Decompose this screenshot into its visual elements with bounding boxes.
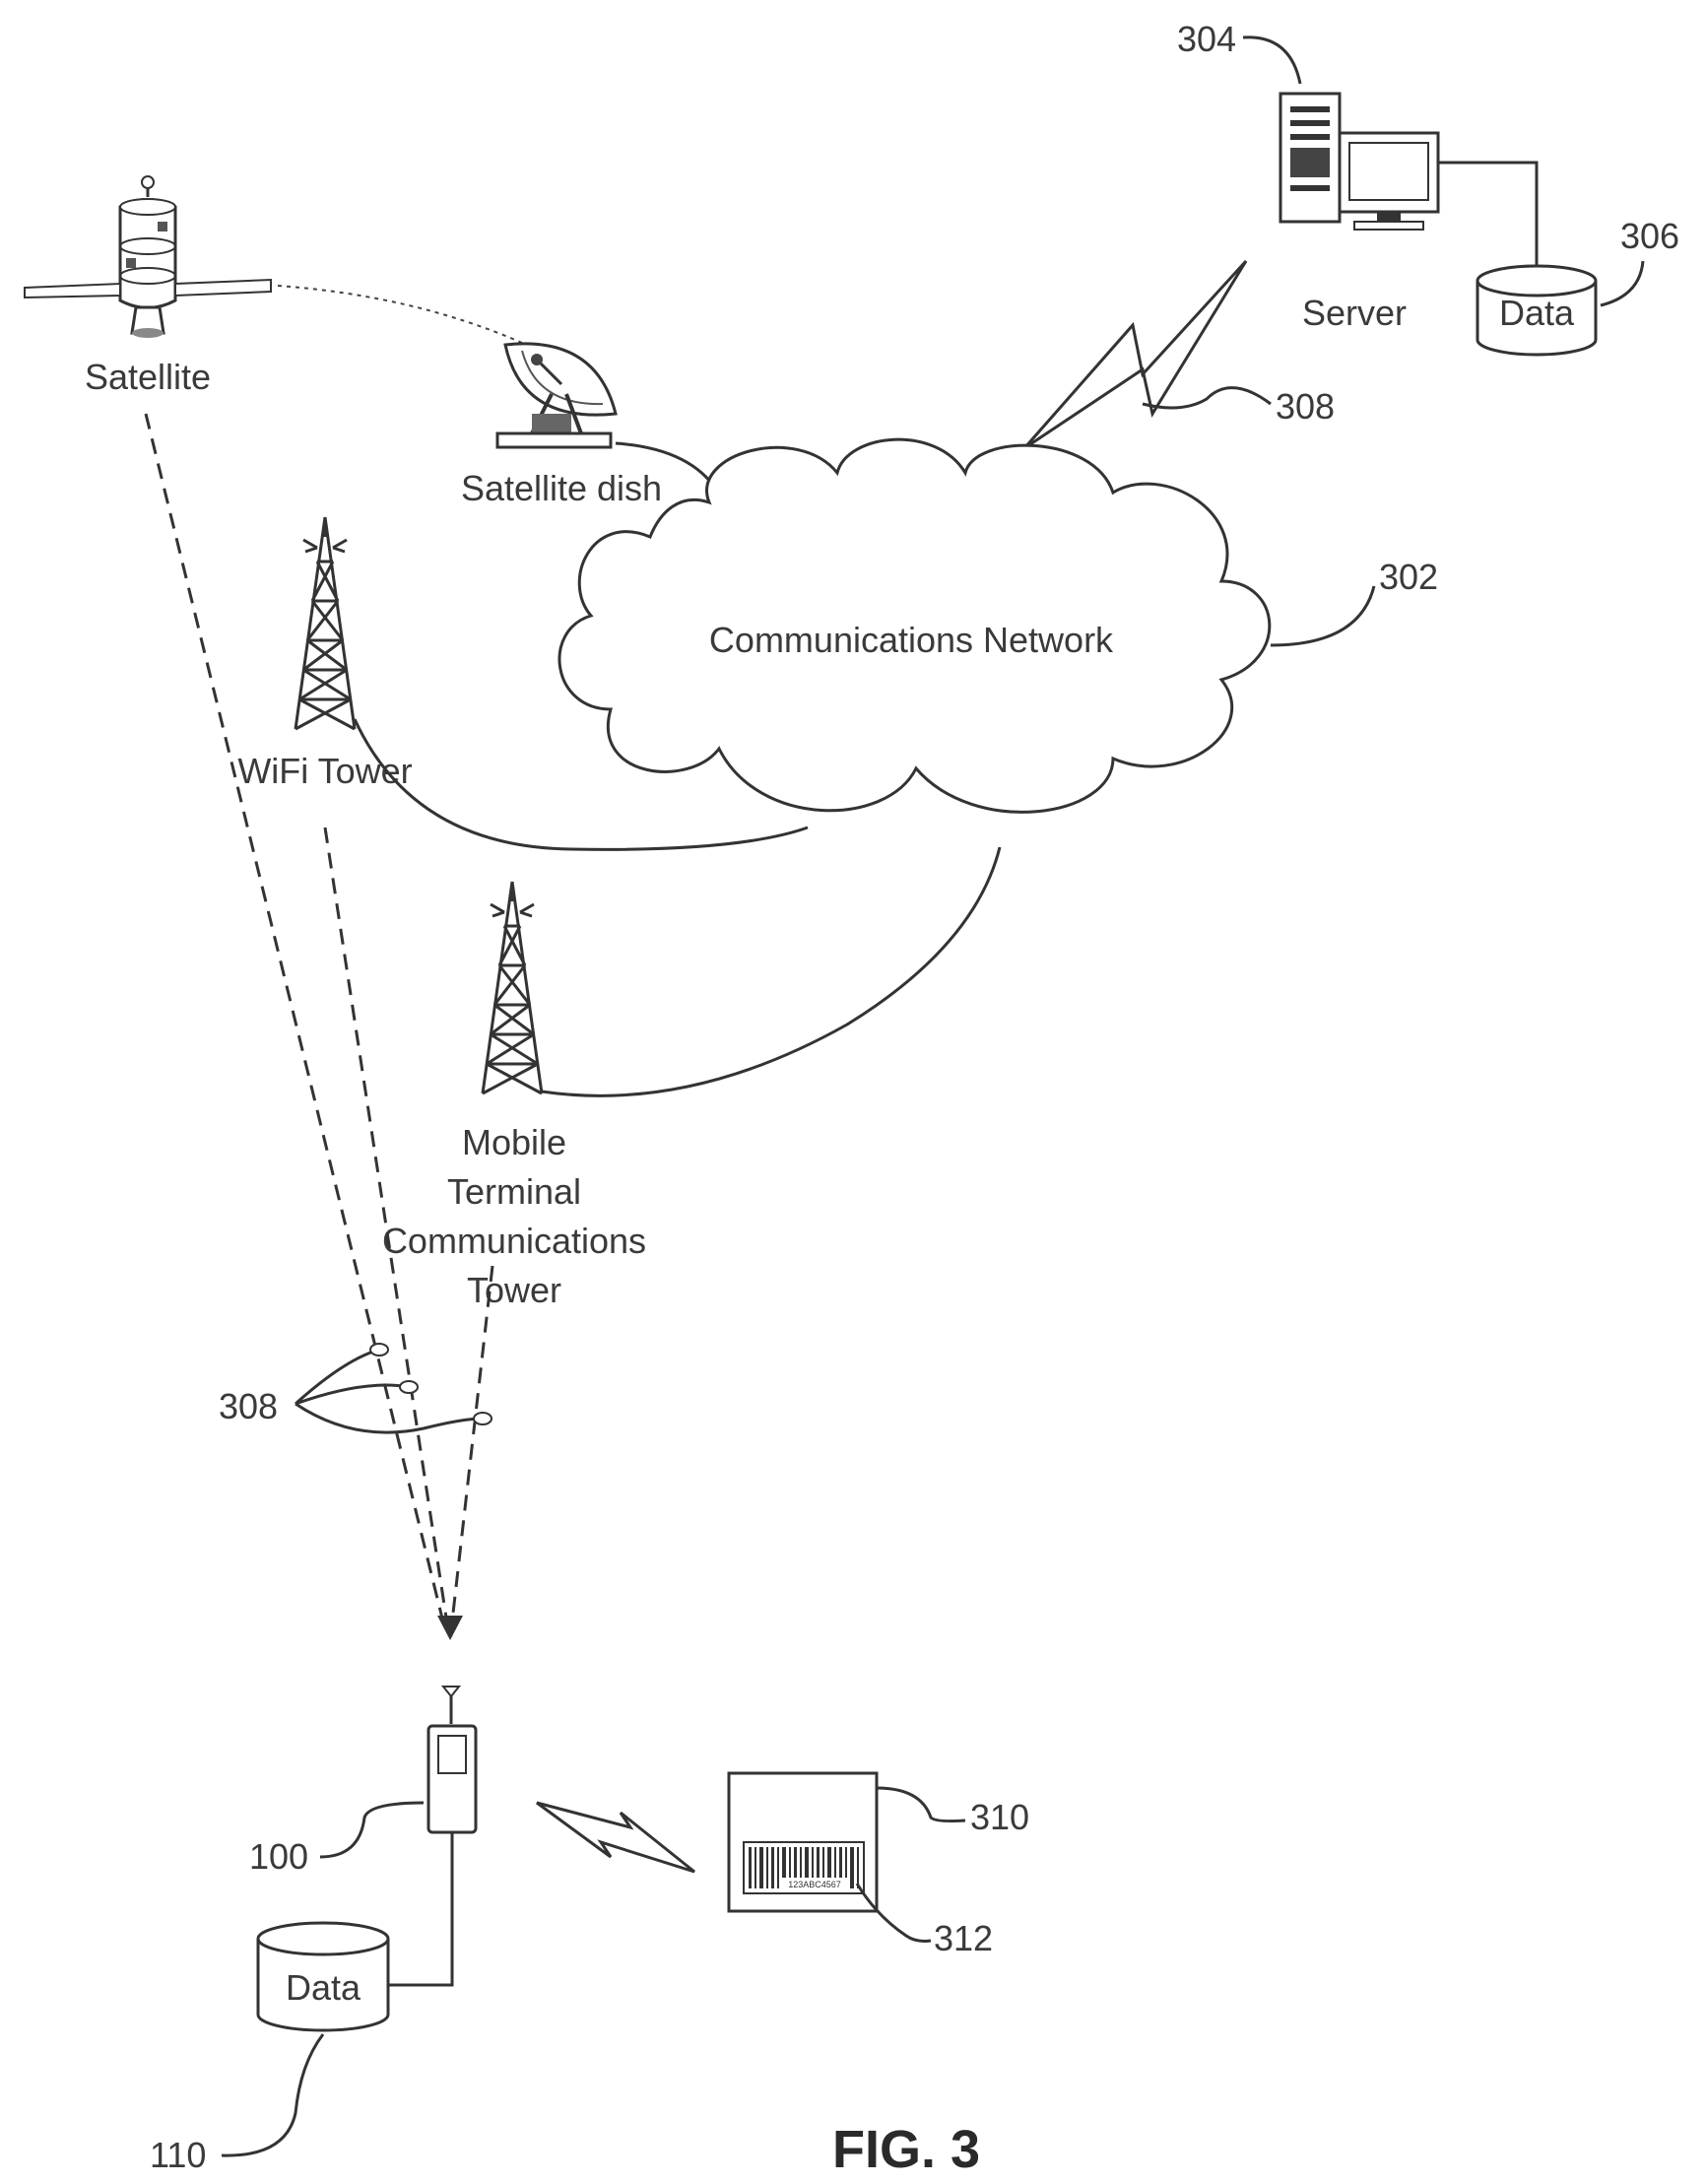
mobile-tower-icon <box>483 882 542 1093</box>
ref-306-leader <box>1601 261 1643 305</box>
ref-302: 302 <box>1379 557 1438 597</box>
device-data-label: Data <box>286 1967 361 2008</box>
mobile-tower-network-link <box>542 847 1000 1095</box>
ref-308-mid: 308 <box>219 1386 278 1426</box>
satellite-icon <box>25 176 271 338</box>
lightning-bolt-device-icon <box>537 1803 694 1872</box>
ref-310-leader <box>877 1788 965 1821</box>
mobile-device-icon <box>428 1687 476 1832</box>
satellite-dish-label: Satellite dish <box>461 468 662 508</box>
satellite-signal-line <box>146 414 445 1630</box>
ref-304: 304 <box>1177 19 1236 59</box>
server-label: Server <box>1302 293 1407 333</box>
svg-text:Mobile: Mobile <box>462 1122 566 1162</box>
ref-308-top: 308 <box>1276 386 1335 427</box>
server-data-link <box>1438 163 1537 266</box>
signal-ground-loop <box>295 1350 483 1432</box>
ref-310: 310 <box>970 1797 1029 1837</box>
ref-306: 306 <box>1620 216 1679 256</box>
ref-312: 312 <box>934 1918 993 1958</box>
mobile-tower-signal-line <box>451 1266 492 1630</box>
ref-100-leader <box>320 1803 424 1857</box>
signal-arrowhead <box>437 1616 463 1640</box>
ref-100: 100 <box>249 1836 308 1877</box>
barcode-text: 123ABC4567 <box>788 1880 841 1889</box>
figure-label: FIG. 3 <box>832 2120 980 2179</box>
ref-110: 110 <box>150 2135 206 2175</box>
ref-304-leader <box>1243 37 1300 84</box>
svg-text:Terminal: Terminal <box>447 1171 581 1212</box>
server-icon <box>1280 94 1438 230</box>
network-label: Communications Network <box>709 620 1114 660</box>
server-data-label: Data <box>1499 293 1575 333</box>
lightning-bolt-server-icon <box>1024 261 1246 448</box>
ref-302-leader <box>1271 586 1374 645</box>
satellite-label: Satellite <box>85 357 211 397</box>
barcode-label-icon <box>729 1773 877 1911</box>
satellite-dish-link <box>278 286 522 343</box>
ref-110-leader <box>222 2034 323 2155</box>
device-data-link <box>387 1832 452 1985</box>
satellite-dish-icon <box>497 344 616 447</box>
svg-text:Tower: Tower <box>467 1270 561 1310</box>
svg-text:Communications: Communications <box>382 1221 646 1261</box>
wifi-tower-icon <box>295 517 355 729</box>
mobile-tower-label: Mobile Terminal Communications Tower <box>382 1122 646 1310</box>
